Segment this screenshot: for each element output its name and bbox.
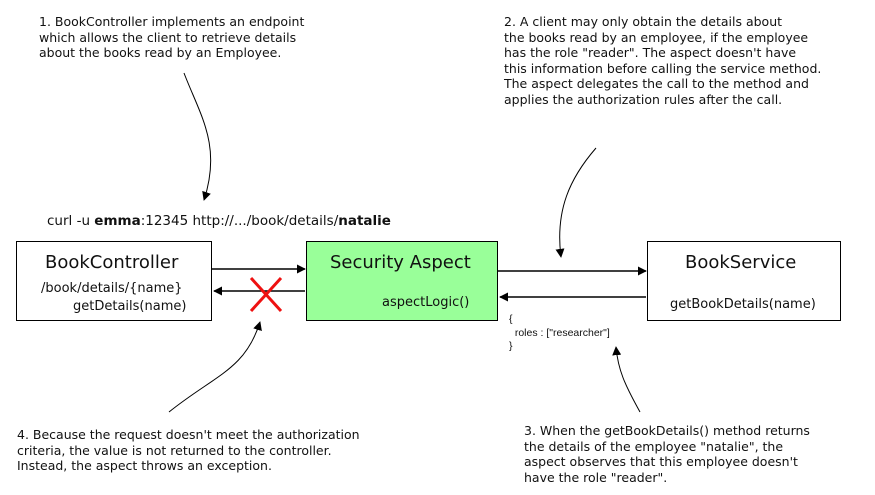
book-service-box: BookService getBookDetails(name) [647,241,841,321]
note-3: 3. When the getBookDetails() method retu… [524,423,810,485]
response-open-brace: { [509,313,513,325]
security-aspect-title: Security Aspect [330,252,471,273]
book-service-method: getBookDetails(name) [670,297,816,312]
security-aspect-box: Security Aspect aspectLogic() [306,241,498,321]
book-controller-method: getDetails(name) [73,299,187,314]
red-cross-icon [249,276,283,313]
note-4: 4. Because the request doesn't meet the … [17,427,360,473]
security-aspect-method: aspectLogic() [382,295,470,310]
curl-command: curl -u emma:12345 http://.../book/detai… [47,213,391,229]
callout-line-note3 [612,346,641,413]
callout-line-note2 [555,147,597,258]
response-roles: roles : ["researcher"] [509,326,610,339]
service-response: { roles : ["researcher"]} [509,313,610,354]
book-controller-title: BookController [45,252,179,273]
callout-line-note4 [168,321,262,413]
note-1: 1. BookController implements an endpoint… [39,14,305,60]
book-controller-endpoint: /book/details/{name} [41,281,183,296]
book-service-title: BookService [685,252,797,273]
book-controller-box: BookController /book/details/{name} getD… [16,241,212,321]
curl-user: emma [94,213,141,229]
curl-middle: :12345 http://.../book/details/ [140,213,339,229]
callout-line-note1 [183,72,212,201]
response-close-brace: } [509,340,513,352]
curl-employee: natalie [338,213,391,229]
note-2: 2. A client may only obtain the details … [504,14,822,107]
curl-prefix: curl -u [47,213,95,229]
